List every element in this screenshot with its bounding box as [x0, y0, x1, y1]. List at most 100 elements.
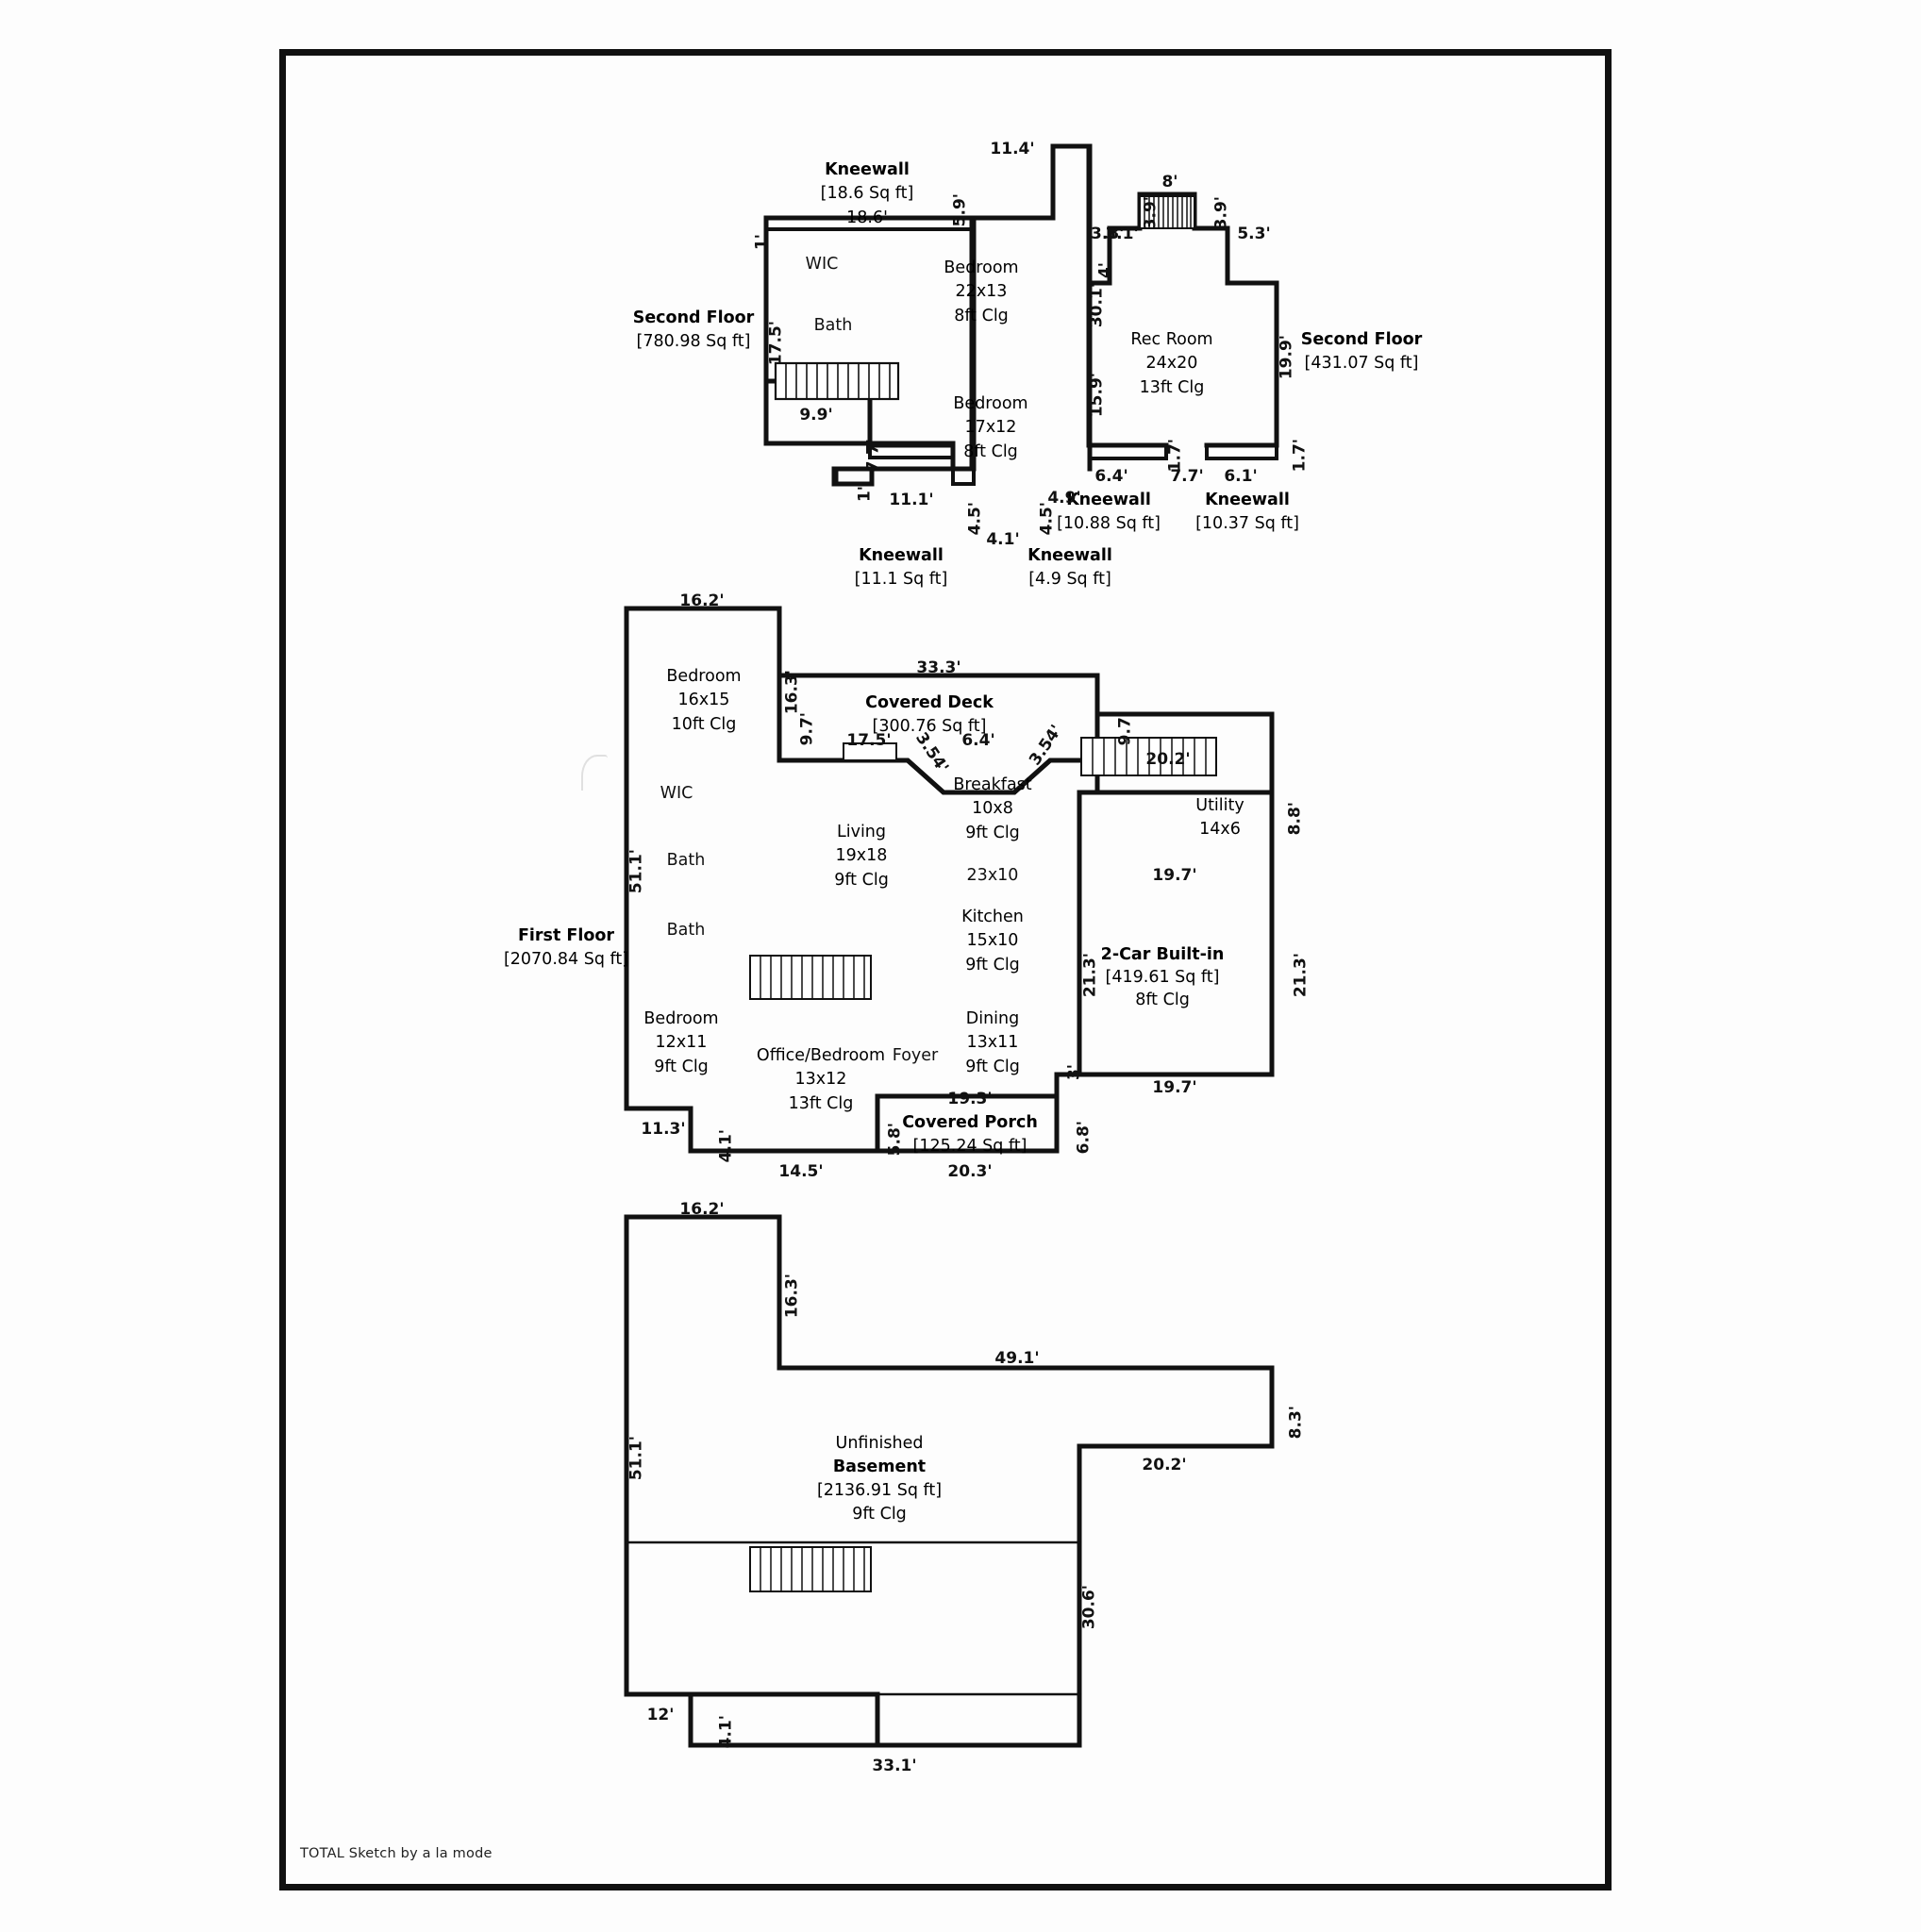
dim-15-9: 15.9' [1087, 373, 1107, 418]
dim-ff-11-3: 11.3' [641, 1120, 686, 1139]
dim-bm-30-6: 30.6' [1079, 1585, 1099, 1630]
room-living-size: 19x18 [835, 846, 888, 866]
room-rec-room-size: 24x20 [1145, 354, 1198, 374]
dim-bm-8-3: 8.3' [1286, 1406, 1306, 1440]
room-bath-first-upper: Bath [666, 851, 706, 870]
kneewall-far-right-name: Kneewall [1205, 491, 1290, 509]
area-covered-porch: Covered Porch [125.24 Sq ft] [902, 1111, 1038, 1159]
room-utility-name: Utility [1195, 796, 1244, 815]
room-wic-first: WIC [660, 784, 693, 803]
dim-ff-16-2: 16.2' [679, 591, 725, 610]
kneewall-far-right: Kneewall [10.37 Sq ft] [1195, 489, 1299, 537]
dim-4-9: 4.9' [1047, 489, 1081, 508]
dim-ff-16-3: 16.3' [782, 670, 802, 715]
room-bedroom-22x13-name: Bedroom [944, 258, 1019, 277]
dim-ff-14-5: 14.5' [778, 1162, 824, 1181]
area-garage-area: [419.61 Sq ft] [1105, 968, 1220, 988]
room-kitchen-size: 15x10 [966, 931, 1019, 951]
kneewall-right-name: Kneewall [1066, 491, 1151, 509]
kneewall-top-length: 18.6' [846, 208, 888, 227]
dim-17-5: 17.5' [766, 321, 786, 366]
room-rec-room: Rec Room 24x20 13ft Clg [1130, 328, 1212, 400]
room-wic-second: WIC [805, 255, 839, 274]
dim-ff-17-5: 17.5' [846, 731, 892, 750]
room-dining: Dining 13x11 9ft Clg [965, 1008, 1020, 1079]
dim-8: 8' [1161, 173, 1178, 192]
dim-ff-5-8: 5.8' [885, 1123, 905, 1157]
dim-1-left: 1' [752, 234, 772, 251]
area-garage: 2-Car Built-in [419.61 Sq ft] 8ft Clg [1101, 943, 1225, 1011]
room-bedroom-22x13-size: 22x13 [955, 282, 1008, 302]
dim-size-23x10: 23x10 [966, 866, 1019, 885]
dim-ff-51-1: 51.1' [626, 849, 646, 894]
dim-3-9-left: 3.9' [1141, 196, 1161, 230]
kneewall-bottom-left-area: [11.1 Sq ft] [854, 570, 948, 590]
area-covered-deck-area: [300.76 Sq ft] [872, 717, 987, 737]
kneewall-top: Kneewall [18.6 Sq ft] 18.6' [821, 158, 914, 230]
dim-ff-21-3-right: 21.3' [1291, 953, 1311, 998]
dim-5-9: 5.9' [950, 193, 970, 227]
room-bath-second: Bath [813, 316, 853, 335]
room-bath-first-lower: Bath [666, 921, 706, 940]
footer-credit: TOTAL Sketch by a la mode [300, 1846, 493, 1861]
basement-title-area: [2136.91 Sq ft] [816, 1480, 943, 1500]
dim-ff-19-7-top: 19.7' [1152, 866, 1197, 885]
area-covered-deck: Covered Deck [300.76 Sq ft] [865, 691, 994, 740]
room-office-bedroom-clg: 13ft Clg [788, 1093, 854, 1113]
dim-bm-16-3: 16.3' [782, 1274, 802, 1319]
dim-ff-6-8: 6.8' [1074, 1121, 1094, 1155]
room-living-name: Living [836, 823, 887, 841]
room-bedroom-22x13-clg: 8ft Clg [954, 306, 1009, 325]
room-bedroom-16x15-name: Bedroom [666, 667, 742, 686]
second-floor-left-title-area: [780.98 Sq ft] [636, 332, 751, 352]
room-bedroom-17x12: Bedroom 17x12 8ft Clg [953, 392, 1027, 464]
dim-ff-6-4: 6.4' [961, 731, 995, 750]
kneewall-far-right-area: [10.37 Sq ft] [1195, 514, 1299, 534]
room-rec-room-clg: 13ft Clg [1139, 377, 1205, 397]
basement-title-prefix: Unfinished [835, 1434, 924, 1453]
room-bedroom-17x12-name: Bedroom [953, 394, 1028, 413]
dim-19-9: 19.9' [1277, 335, 1296, 380]
second-floor-right-title: Second Floor [431.07 Sq ft] [1301, 328, 1423, 376]
room-bedroom-12x11-name: Bedroom [643, 1009, 719, 1028]
dim-ff-21-3-left: 21.3' [1080, 953, 1100, 998]
basement-title-name: Basement [832, 1457, 927, 1476]
area-covered-porch-name: Covered Porch [902, 1113, 1038, 1132]
room-living-clg: 9ft Clg [834, 870, 889, 890]
page-border [279, 49, 1612, 1890]
room-bedroom-12x11-size: 12x11 [655, 1033, 708, 1053]
kneewall-right: Kneewall [10.88 Sq ft] [1057, 489, 1161, 537]
dim-ff-19-7-bottom: 19.7' [1152, 1078, 1197, 1097]
kneewall-top-area: [18.6 Sq ft] [820, 184, 914, 204]
room-bedroom-17x12-clg: 8ft Clg [963, 441, 1018, 461]
kneewall-bottom-left-name: Kneewall [859, 546, 944, 565]
second-floor-right-title-name: Second Floor [1300, 330, 1423, 349]
room-rec-room-name: Rec Room [1130, 330, 1213, 349]
dim-11-4: 11.4' [990, 140, 1035, 158]
dim-30-1: 30.1' [1087, 283, 1107, 328]
room-breakfast: Breakfast 10x8 9ft Clg [953, 774, 1031, 845]
dim-ff-3: 3' [1064, 1064, 1084, 1081]
room-bedroom-12x11: Bedroom 12x11 9ft Clg [643, 1008, 718, 1079]
room-bedroom-12x11-clg: 9ft Clg [654, 1057, 709, 1076]
kneewall-top-name: Kneewall [825, 160, 910, 179]
room-bedroom-16x15-clg: 10ft Clg [671, 714, 737, 734]
basement-title-clg: 9ft Clg [852, 1504, 907, 1524]
kneewall-bottom-mid-area: [4.9 Sq ft] [1028, 570, 1111, 590]
dim-ff-20-3: 20.3' [947, 1162, 993, 1181]
paper-smudge [581, 755, 608, 791]
dim-4: 4' [1095, 262, 1115, 279]
dim-bm-49-1: 49.1' [994, 1349, 1040, 1368]
area-covered-porch-area: [125.24 Sq ft] [912, 1137, 1027, 1157]
room-breakfast-name: Breakfast [953, 775, 1032, 794]
kneewall-right-area: [10.88 Sq ft] [1057, 514, 1161, 534]
kneewall-bottom-left: Kneewall [11.1 Sq ft] [855, 544, 948, 592]
dim-ff-20-2: 20.2' [1145, 750, 1191, 769]
dim-4-1: 4.1' [986, 530, 1020, 549]
room-kitchen: Kitchen 15x10 9ft Clg [961, 906, 1024, 977]
room-kitchen-name: Kitchen [961, 908, 1024, 926]
dim-9-9: 9.9' [799, 406, 833, 425]
dim-7-7-second: 7.7' [1170, 467, 1204, 486]
dim-ff-9-7-left: 9.7' [797, 712, 817, 746]
